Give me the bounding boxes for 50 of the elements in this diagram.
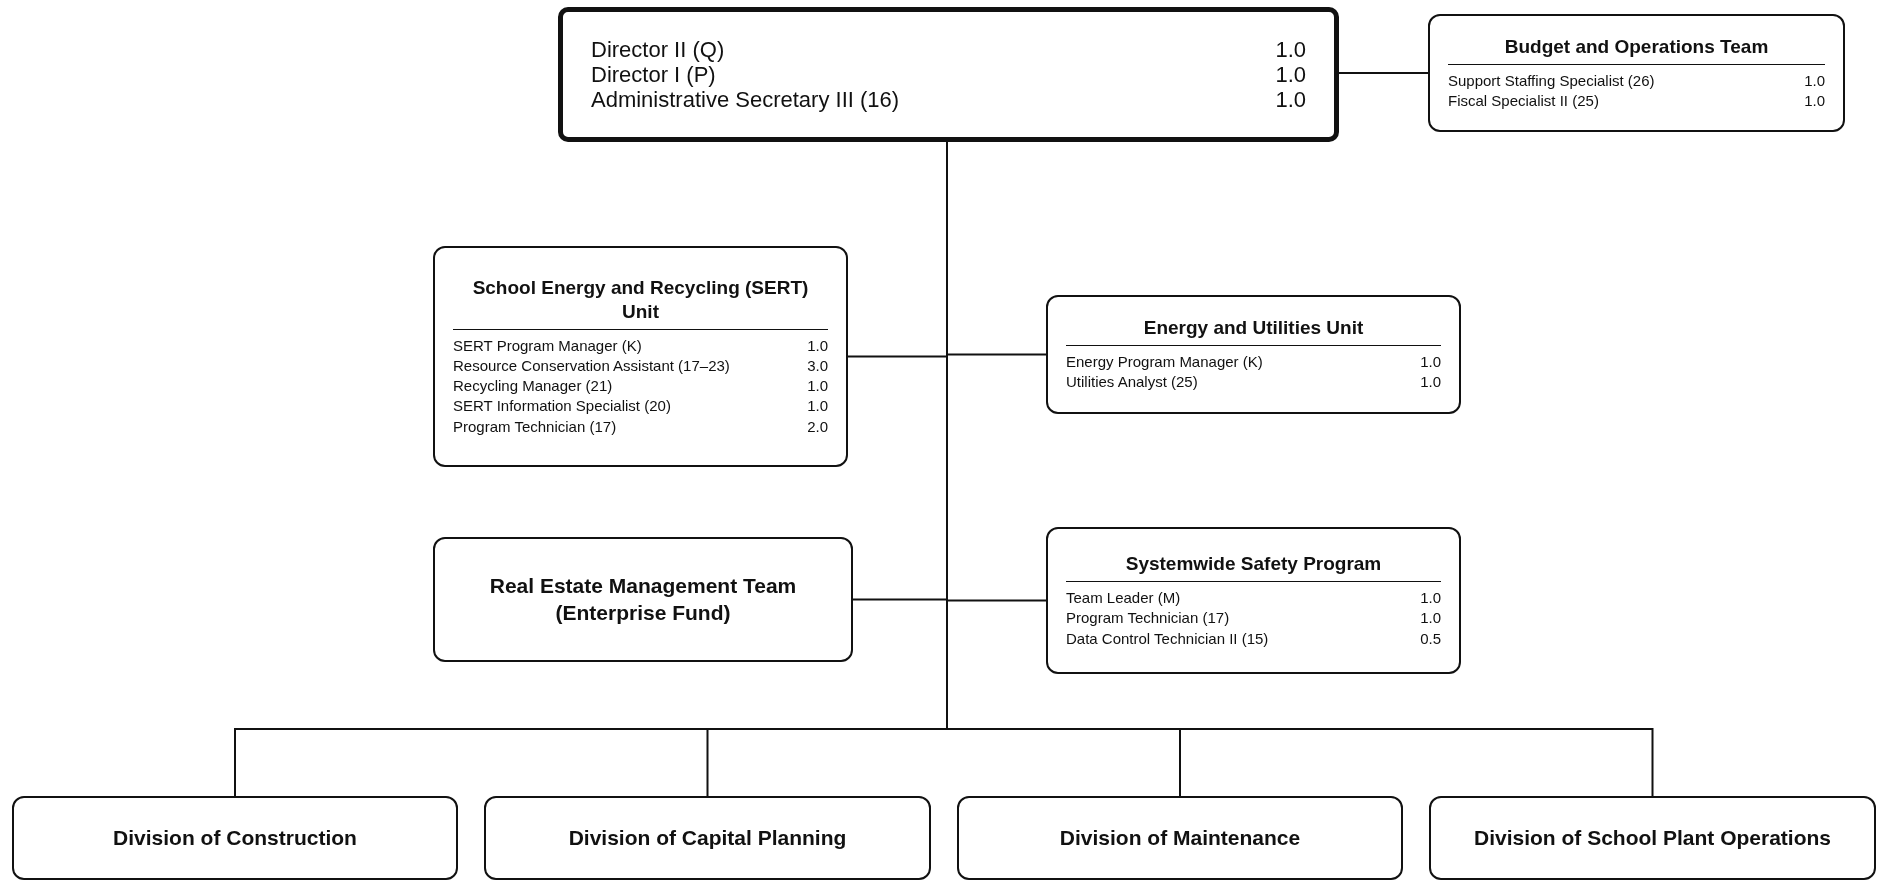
unit-box — [957, 796, 1403, 880]
fte-value: 1.0 — [807, 396, 828, 417]
unit-title: Division of Capital Planning — [567, 824, 848, 851]
unit-box — [433, 246, 848, 467]
position-title: Utilities Analyst (25) — [1066, 372, 1198, 393]
unit-title: Division of Maintenance — [1058, 824, 1302, 851]
unit-title: Systemwide Safety Program — [1066, 552, 1441, 582]
unit-box — [433, 537, 853, 662]
unit-title: Real Estate Management Team (Enterprise Fund) — [488, 573, 798, 626]
fte-value: 0.5 — [1420, 628, 1441, 649]
fte-value: 1.0 — [807, 335, 828, 356]
fte-value: 1.0 — [1275, 61, 1306, 88]
position-title: Program Technician (17) — [1066, 608, 1230, 629]
position-title: Director I (P) — [591, 61, 716, 88]
position-title: Fiscal Specialist II (25) — [1448, 90, 1599, 111]
unit-box — [1046, 527, 1461, 674]
fte-value: 1.0 — [807, 376, 828, 397]
unit-title: Division of School Plant Operations — [1472, 824, 1832, 851]
unit-box — [1046, 295, 1461, 414]
unit-box — [1429, 796, 1876, 880]
position-title: SERT Program Manager (K) — [453, 335, 642, 356]
position-title: SERT Information Specialist (20) — [453, 396, 671, 417]
position-title: Team Leader (M) — [1066, 588, 1181, 608]
position-box — [558, 7, 1339, 142]
position-title: Resource Conservation Assistant (17–23) — [453, 355, 730, 376]
fte-value: 1.0 — [1420, 352, 1441, 373]
fte-value: 1.0 — [1420, 588, 1441, 608]
position-title: Support Staffing Specialist (26) — [1448, 70, 1655, 91]
fte-value: 1.0 — [1275, 87, 1306, 113]
unit-title: Division of Construction — [112, 824, 358, 851]
unit-box — [484, 796, 931, 880]
fte-value: 1.0 — [1275, 36, 1306, 62]
fte-value: 1.0 — [1804, 90, 1825, 111]
position-title: Energy Program Manager (K) — [1066, 352, 1263, 373]
unit-box — [1428, 14, 1845, 132]
fte-value: 1.0 — [1420, 372, 1441, 393]
position-title: Administrative Secretary III (16) — [591, 87, 900, 113]
position-title: Program Technician (17) — [453, 416, 617, 437]
unit-title: Energy and Utilities Unit — [1066, 316, 1441, 347]
fte-value: 1.0 — [1804, 70, 1825, 91]
fte-value: 1.0 — [1420, 608, 1441, 629]
unit-title: School Energy and Recycling (SERT) Unit — [453, 276, 828, 330]
position-title: Director II (Q) — [591, 36, 725, 62]
unit-box — [12, 796, 458, 880]
position-title: Data Control Technician II (15) — [1066, 628, 1269, 649]
fte-value: 3.0 — [807, 355, 828, 376]
connector-line — [1338, 72, 1429, 74]
fte-value: 2.0 — [807, 416, 828, 437]
position-title: Recycling Manager (21) — [453, 376, 613, 397]
unit-title: Budget and Operations Team — [1448, 34, 1825, 65]
